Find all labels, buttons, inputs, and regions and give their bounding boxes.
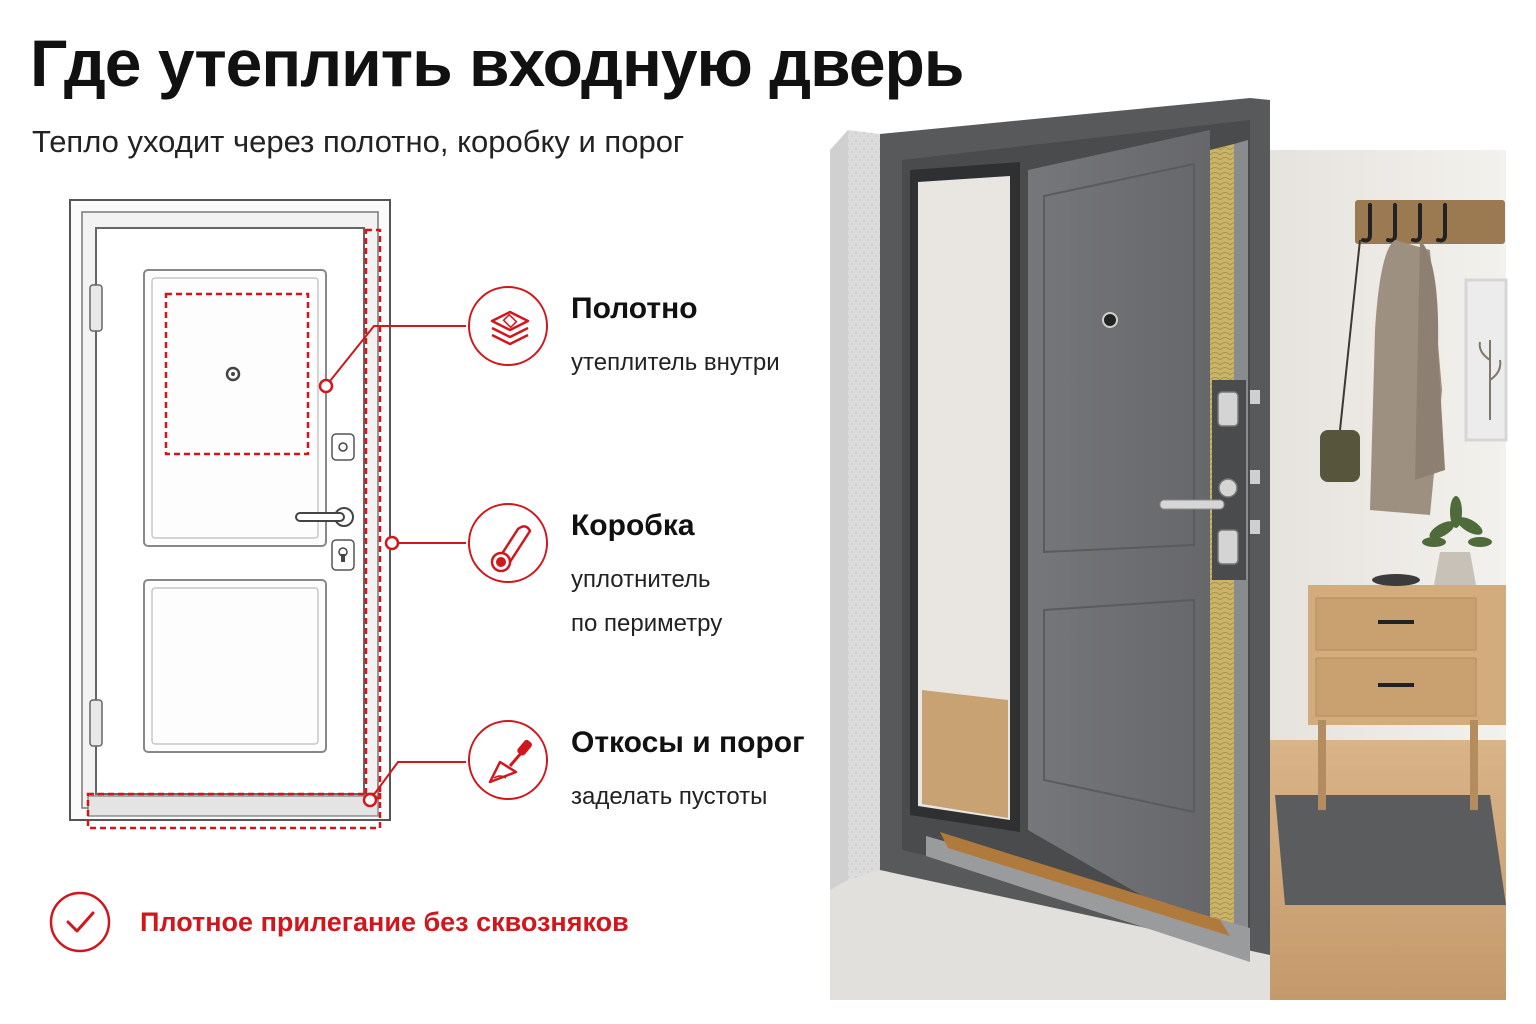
- item-desc: уплотнитель по периметру: [571, 566, 723, 637]
- layers-icon: [468, 286, 548, 366]
- door-schematic: [69, 199, 391, 830]
- item-desc: заделать пустоты: [571, 783, 768, 810]
- bottom-note: Плотное прилегание без сквозняков: [140, 907, 629, 937]
- page-subtitle: Тепло уходит через полотно, коробку и по…: [32, 124, 685, 159]
- page-title: Где утеплить входную дверь: [30, 26, 964, 100]
- door-photo-illustration: [830, 98, 1508, 1000]
- item-title: Откосы и порог: [571, 726, 805, 759]
- item-desc: утеплитель внутри: [571, 349, 780, 376]
- item-title: Полотно: [571, 292, 698, 325]
- seal-roll-icon: [468, 503, 548, 583]
- item-title: Коробка: [571, 509, 695, 542]
- check-icon: [49, 891, 111, 953]
- trowel-icon: [468, 720, 548, 800]
